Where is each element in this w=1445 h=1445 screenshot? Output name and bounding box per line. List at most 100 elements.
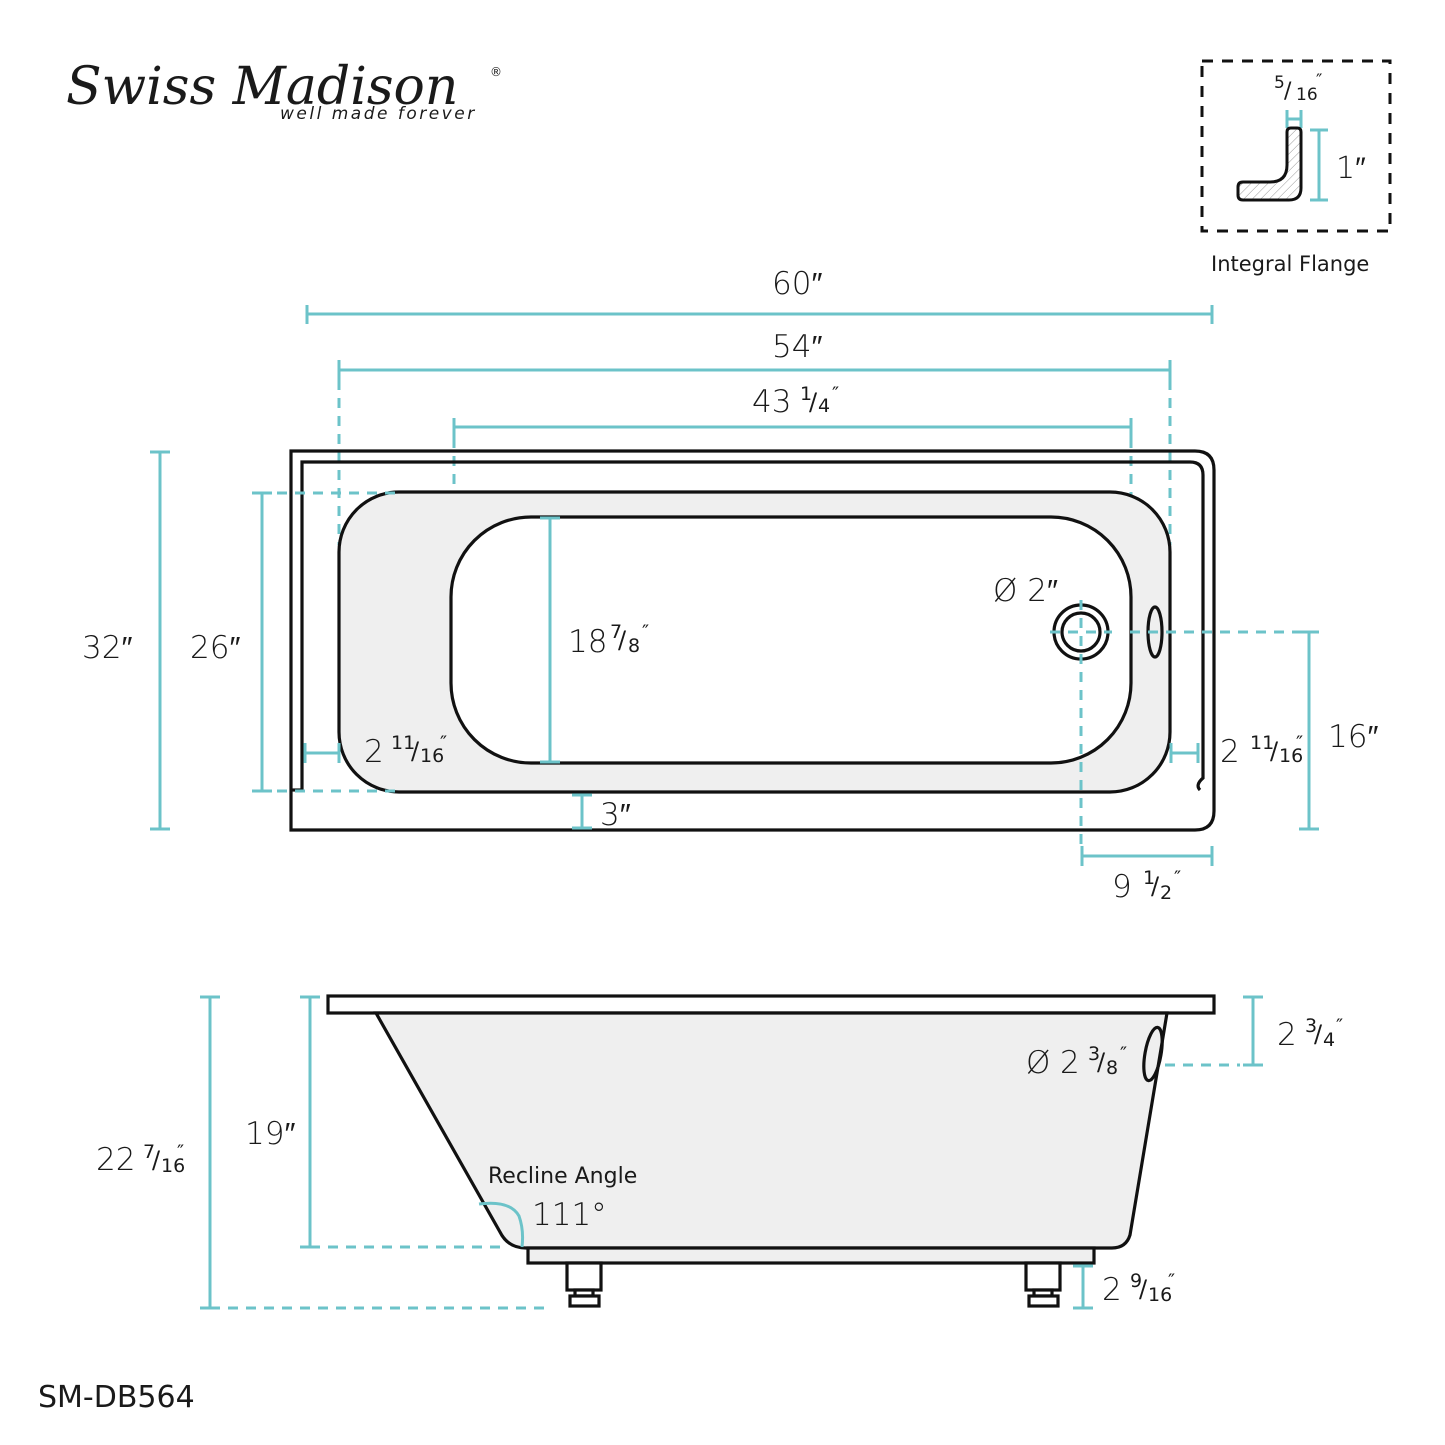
leg-height-line <box>1073 1264 1093 1310</box>
drain-from-end-line <box>1080 846 1214 866</box>
tub-outer-deck <box>289 449 1216 832</box>
leveling-leg-left <box>565 1261 603 1308</box>
drain-inner-ring <box>1060 611 1102 653</box>
svg-text:2: 2 <box>1102 1272 1122 1308</box>
svg-text:4: 4 <box>818 395 830 417</box>
svg-text:″: ″ <box>832 383 839 405</box>
overall-width-line <box>150 450 170 831</box>
svg-text:/: / <box>152 1146 161 1174</box>
svg-text:1: 1 <box>1143 867 1155 889</box>
svg-text:″: ″ <box>1120 1043 1127 1065</box>
flange-detail: 5 / 16 ″ 1″ Integral Flange <box>1200 59 1392 276</box>
drain-center-marks <box>1050 600 1112 850</box>
svg-text:/: / <box>1097 1048 1106 1076</box>
svg-text:16: 16 <box>1279 745 1303 767</box>
overflow-from-top-line <box>1243 995 1263 1067</box>
bottom-length-label: 43 1 / 4 ″ <box>752 383 839 420</box>
flange-detail-frame <box>1200 59 1392 233</box>
left-rim-label: 2 11 / 16 ″ <box>364 732 447 770</box>
basin-depth-line <box>300 995 320 1249</box>
brand-name: Swiss Madison <box>66 57 458 117</box>
svg-text:16: 16 <box>1148 1284 1172 1306</box>
svg-text:1: 1 <box>800 383 812 405</box>
flange-title: Integral Flange <box>1211 252 1369 276</box>
front-rim-line <box>572 793 592 830</box>
svg-text:/: / <box>1270 737 1279 765</box>
svg-text:Ø: Ø <box>1026 1045 1050 1081</box>
svg-text:″: ″ <box>1296 732 1303 754</box>
flange-thickness-marker <box>1285 110 1303 128</box>
leveling-leg-right <box>1024 1261 1062 1308</box>
svg-text:7: 7 <box>143 1141 155 1163</box>
svg-text:/: / <box>618 626 627 654</box>
svg-text:″: ″ <box>177 1141 184 1163</box>
svg-text:7: 7 <box>610 621 622 643</box>
brand-tagline: well made forever <box>280 104 477 124</box>
left-rim-line <box>303 743 341 763</box>
overall-width-label: 32″ <box>82 630 132 666</box>
svg-text:16: 16 <box>161 1155 185 1177</box>
svg-text:9: 9 <box>1130 1270 1142 1292</box>
overall-height-line <box>200 995 220 1310</box>
interior-width-extensions <box>277 491 400 793</box>
right-rim-label: 2 11 / 16 ″ <box>1220 732 1303 770</box>
right-rim-line <box>1169 743 1200 763</box>
svg-text:2: 2 <box>1220 734 1240 770</box>
svg-text:8: 8 <box>1106 1057 1118 1079</box>
svg-text:″: ″ <box>1336 1015 1343 1037</box>
svg-text:2: 2 <box>1160 882 1172 904</box>
drain-from-front-label: 16″ <box>1328 719 1378 755</box>
tub-inner-rim <box>300 460 1205 792</box>
side-view: Ø 2 3 / 8 ″ 22 7 / 16 ″ 19″ Recline Angl… <box>96 994 1343 1310</box>
tub-bottom <box>449 515 1133 765</box>
overflow-diameter-label: Ø 2 3 / 8 ″ <box>1026 1043 1127 1081</box>
basin-depth-label: 19″ <box>245 1116 295 1152</box>
interior-width-line <box>252 491 272 793</box>
svg-text:/: / <box>809 388 818 416</box>
svg-text:3: 3 <box>1088 1043 1100 1065</box>
overall-height-label: 22 7 / 16 ″ <box>96 1141 185 1178</box>
svg-text:3: 3 <box>1305 1015 1317 1037</box>
top-view: 60″ 54″ 43 1 / 4 ″ Ø 2″ <box>82 266 1378 905</box>
registered-mark: ® <box>490 65 502 79</box>
svg-text:16: 16 <box>420 745 444 767</box>
svg-text:″: ″ <box>1168 1270 1175 1292</box>
side-basin-body <box>373 1011 1169 1250</box>
svg-text:″: ″ <box>1174 867 1181 889</box>
flange-thickness-slash: / <box>1284 79 1292 104</box>
flange-profile <box>1236 126 1303 202</box>
svg-text:2: 2 <box>364 734 384 770</box>
overall-length-label: 60″ <box>772 266 822 302</box>
flange-height-marker <box>1310 128 1328 202</box>
front-rim-label: 3″ <box>600 797 631 833</box>
svg-text:11: 11 <box>1250 732 1274 754</box>
side-base-plate <box>526 1246 1096 1265</box>
side-deck <box>326 994 1216 1015</box>
flange-thickness-unit: ″ <box>1316 71 1322 91</box>
overflow-hole <box>1142 1025 1164 1083</box>
leg-height-label: 2 9 / 16 ″ <box>1102 1270 1175 1308</box>
drain-from-end-label: 9 1 / 2 ″ <box>1112 867 1181 905</box>
svg-text:22: 22 <box>96 1142 135 1178</box>
svg-text:/: / <box>1151 872 1160 900</box>
svg-text:″: ″ <box>642 621 649 643</box>
recline-angle-value: 111° <box>532 1197 607 1233</box>
svg-text:2: 2 <box>1277 1017 1297 1053</box>
overflow-from-top-label: 2 3 / 4 ″ <box>1277 1015 1343 1053</box>
svg-text:/: / <box>411 737 420 765</box>
svg-text:9: 9 <box>1112 869 1132 905</box>
svg-text:2: 2 <box>1060 1045 1080 1081</box>
flange-thickness-num: 5 <box>1274 73 1285 93</box>
recline-angle-arc <box>478 1201 525 1248</box>
interior-length-line <box>337 360 1172 380</box>
svg-text:11: 11 <box>391 732 415 754</box>
svg-text:18: 18 <box>568 624 607 660</box>
svg-text:/: / <box>1139 1275 1148 1303</box>
interior-width-label: 26″ <box>190 630 240 666</box>
svg-text:″: ″ <box>440 732 447 754</box>
svg-text:/: / <box>1314 1020 1323 1048</box>
bottom-width-line <box>540 516 560 764</box>
drain-diameter-label: Ø 2″ <box>993 573 1058 609</box>
flange-height-label: 1″ <box>1336 151 1366 186</box>
